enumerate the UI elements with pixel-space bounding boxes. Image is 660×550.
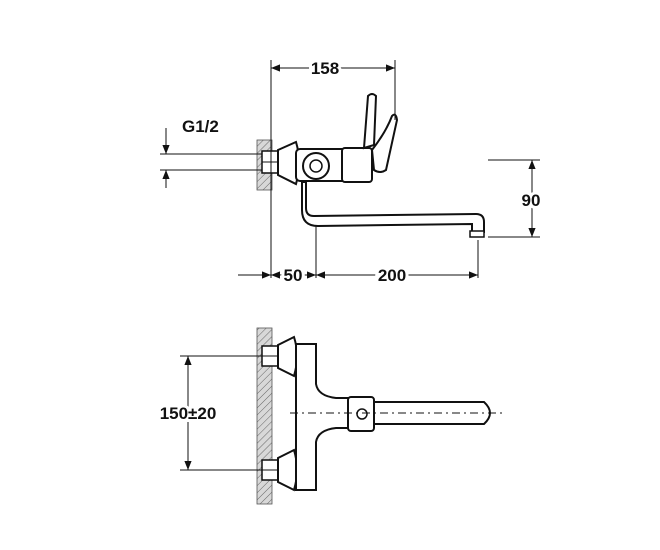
top-view: 150±20	[157, 327, 505, 505]
lever-handle	[362, 93, 378, 150]
faucet-body-top	[295, 343, 351, 491]
dim-spout-reach: 200	[378, 266, 406, 285]
dim-inlet-spacing: 150±20	[160, 404, 217, 423]
flange-upper	[277, 335, 298, 378]
dim-height: 90	[522, 191, 541, 210]
spout-side	[301, 181, 485, 233]
dim-connection: G1/2	[182, 117, 219, 136]
dim-top-width: 158	[311, 59, 339, 78]
dim-wall-offset: 50	[284, 266, 303, 285]
lever-paddle	[370, 113, 399, 173]
cartridge-block	[341, 147, 373, 183]
flange-lower	[277, 448, 298, 492]
side-view: 158 G1/2 90 50 200	[160, 56, 543, 288]
aerator	[469, 230, 485, 238]
